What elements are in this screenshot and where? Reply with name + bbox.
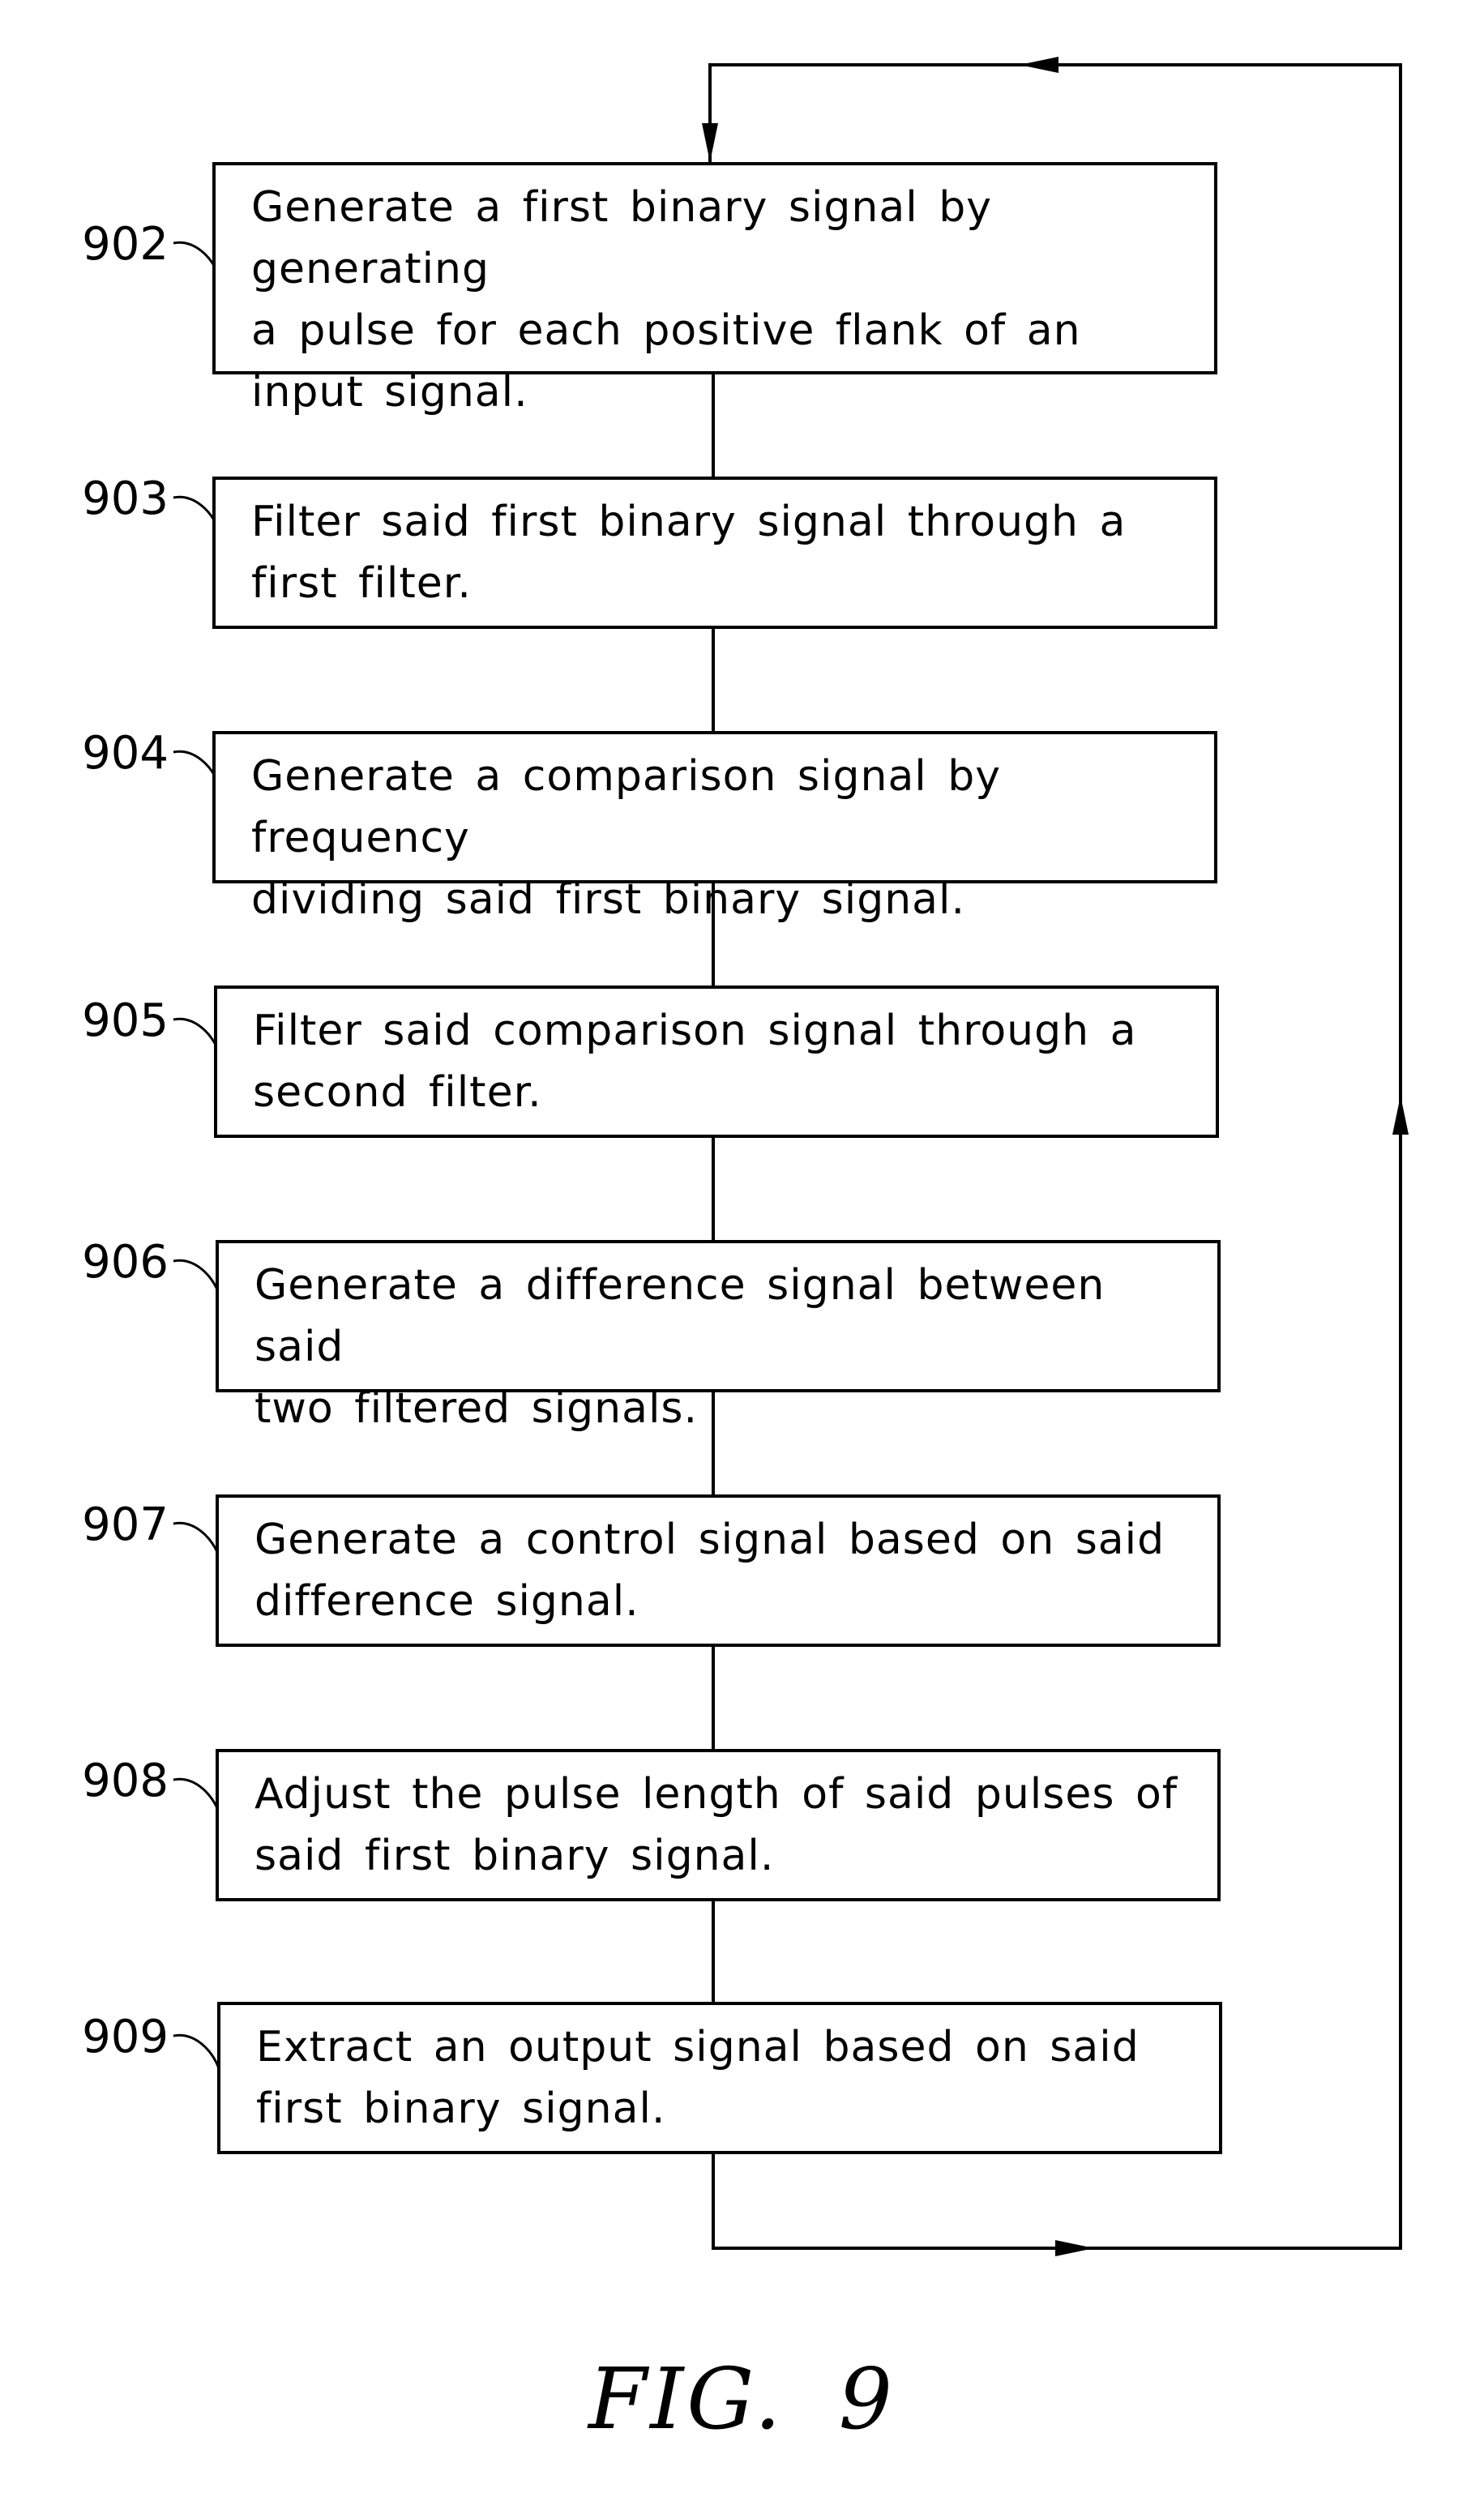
leader-907	[173, 1521, 220, 1557]
feedback-loop-line	[708, 63, 1402, 2250]
step-text-905: Filter said comparison signal through a …	[253, 1007, 1137, 1117]
step-box-905: Filter said comparison signal through a …	[214, 986, 1219, 1138]
arrow-down-into-first-step-icon	[702, 123, 718, 162]
step-ref-908: 908	[82, 1755, 169, 1807]
step-ref-903: 903	[82, 472, 169, 525]
step-box-904: Generate a comparison signal by frequenc…	[212, 731, 1217, 924]
leader-906	[173, 1259, 220, 1294]
step-box-907: Generate a control signal based on said …	[216, 1494, 1221, 1647]
step-box-903: Filter said first binary signal through …	[212, 477, 1217, 629]
step-ref-905: 905	[82, 994, 169, 1047]
arrow-bottom-right-icon	[1055, 2240, 1094, 2256]
leader-909	[173, 2033, 220, 2069]
figure-caption: FIG. 9	[588, 2349, 896, 2448]
step-text-902: Generate a first binary signal by genera…	[251, 183, 1081, 417]
arrow-top-left-icon	[1020, 57, 1058, 73]
step-text-907: Generate a control signal based on said …	[254, 1516, 1165, 1626]
step-ref-904: 904	[82, 727, 169, 780]
step-text-904: Generate a comparison signal by frequenc…	[251, 752, 1002, 924]
step-box-909: Extract an output signal based on said f…	[217, 2002, 1222, 2154]
step-box-908: Adjust the pulse length of said pulses o…	[216, 1749, 1221, 1901]
step-text-903: Filter said first binary signal through …	[251, 498, 1127, 608]
step-text-909: Extract an output signal based on said f…	[256, 2023, 1140, 2133]
leader-905	[173, 1017, 220, 1053]
step-box-902: Generate a first binary signal by genera…	[212, 162, 1217, 417]
step-ref-906: 906	[82, 1236, 169, 1289]
step-text-908: Adjust the pulse length of said pulses o…	[254, 1770, 1178, 1880]
arrow-right-up-icon	[1392, 1096, 1409, 1135]
leader-908	[173, 1777, 220, 1813]
step-box-906: Generate a difference signal between sai…	[216, 1240, 1221, 1433]
step-ref-902: 902	[82, 218, 169, 271]
step-text-906: Generate a difference signal between sai…	[254, 1261, 1106, 1433]
step-ref-907: 907	[82, 1499, 169, 1551]
step-ref-909: 909	[82, 2011, 169, 2063]
